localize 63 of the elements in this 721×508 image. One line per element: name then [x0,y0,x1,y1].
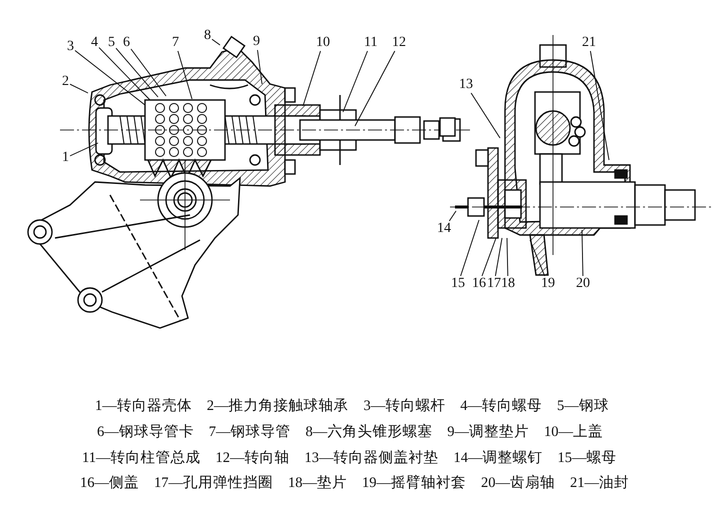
part-caption: 12—转向轴 [215,450,290,467]
leader-line [582,230,584,276]
leader-line [482,238,496,276]
callout-number: 8 [204,29,211,43]
callout-number: 13 [459,78,473,92]
callout-number: 18 [501,277,515,291]
callout-number: 21 [582,36,596,50]
leader-line [74,50,146,106]
callout-number: 14 [437,222,451,236]
leader-line [177,50,192,100]
callout-number: 5 [108,36,115,50]
part-caption: 18—垫片 [288,475,347,492]
leader-line [342,50,368,112]
leader-line [470,92,500,138]
callout-number: 4 [91,36,98,50]
callout-number: 3 [67,40,74,54]
leader-line [506,238,508,276]
callout-number: 10 [316,36,330,50]
callout-number: 6 [123,36,130,50]
leader-line [257,50,262,84]
leader-line [70,142,98,156]
leader-line [98,47,150,100]
part-caption: 3—转向螺杆 [364,398,446,415]
leader-line [130,48,166,96]
callout-number: 1 [62,151,69,165]
leader-line [212,38,220,46]
callout-number: 15 [451,277,465,291]
part-caption: 20—齿扇轴 [481,475,555,492]
callout-number: 19 [541,277,555,291]
part-caption: 4—转向螺母 [460,398,542,415]
callout-number: 16 [472,277,486,291]
callout-number: 9 [253,35,260,49]
leader-line [70,84,88,94]
part-caption: 5—钢球 [557,398,609,415]
leader-line [590,50,610,160]
callout-number: 7 [172,36,179,50]
part-caption: 10—上盖 [544,424,603,441]
part-caption: 15—螺母 [557,450,616,467]
callout-number: 12 [392,36,406,50]
part-caption: 9—调整垫片 [447,424,529,441]
leader-line [494,238,502,276]
leader-line [460,220,480,276]
part-caption: 17—孔用弹性挡圈 [154,475,273,492]
part-caption: 13—转向器侧盖衬垫 [304,450,438,467]
leader-line [530,240,546,276]
callout-number: 11 [364,36,378,50]
part-caption: 11—转向柱管总成 [82,450,200,467]
part-caption: 8—六角头锥形螺塞 [306,424,432,441]
callout-number: 17 [487,277,501,291]
leader-line [448,210,456,222]
part-caption: 2—推力角接触球轴承 [206,398,348,415]
part-caption: 21—油封 [570,475,629,492]
part-caption: 14—调整螺钉 [453,450,542,467]
part-caption: 7—钢球导管 [208,424,290,441]
part-caption: 6—钢球导管卡 [97,424,194,441]
part-caption: 1—转向器壳体 [95,398,192,415]
part-caption: 19—摇臂轴衬套 [362,475,466,492]
leader-line [302,50,321,106]
leader-line [116,48,158,98]
part-caption: 16—侧盖 [80,475,139,492]
leader-line [354,50,396,126]
callout-number: 2 [62,75,69,89]
callout-number: 20 [576,277,590,291]
